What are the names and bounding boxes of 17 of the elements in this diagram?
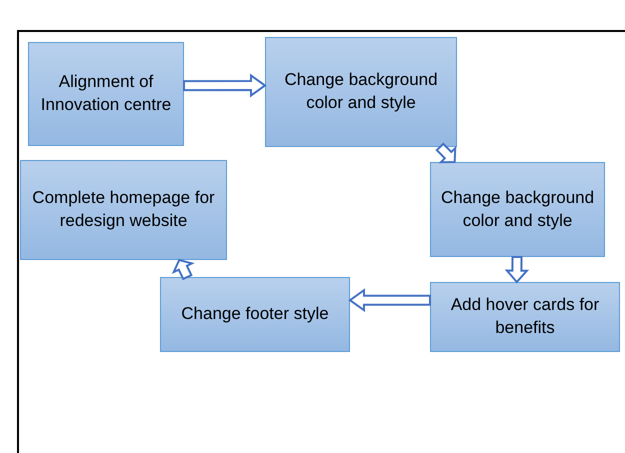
process-box	[20, 160, 227, 260]
process-box	[160, 277, 350, 352]
box-text: Alignment of Innovation centre	[40, 71, 172, 116]
process-box	[430, 282, 620, 352]
block-arrow	[348, 288, 431, 312]
box-text: Add hover cards for benefits	[450, 294, 600, 339]
process-box	[265, 37, 457, 147]
box-text: Change background color and style	[283, 69, 439, 114]
process-box	[430, 162, 605, 257]
box-text: Complete homepage for redesign website	[31, 187, 216, 232]
block-arrow	[435, 142, 456, 164]
process-box	[28, 42, 184, 146]
box-text: Change background color and style	[440, 186, 596, 232]
block-arrow	[183, 74, 267, 98]
block-arrow	[172, 258, 195, 280]
block-arrow	[504, 256, 530, 284]
box-text: Change footer style	[181, 303, 329, 326]
